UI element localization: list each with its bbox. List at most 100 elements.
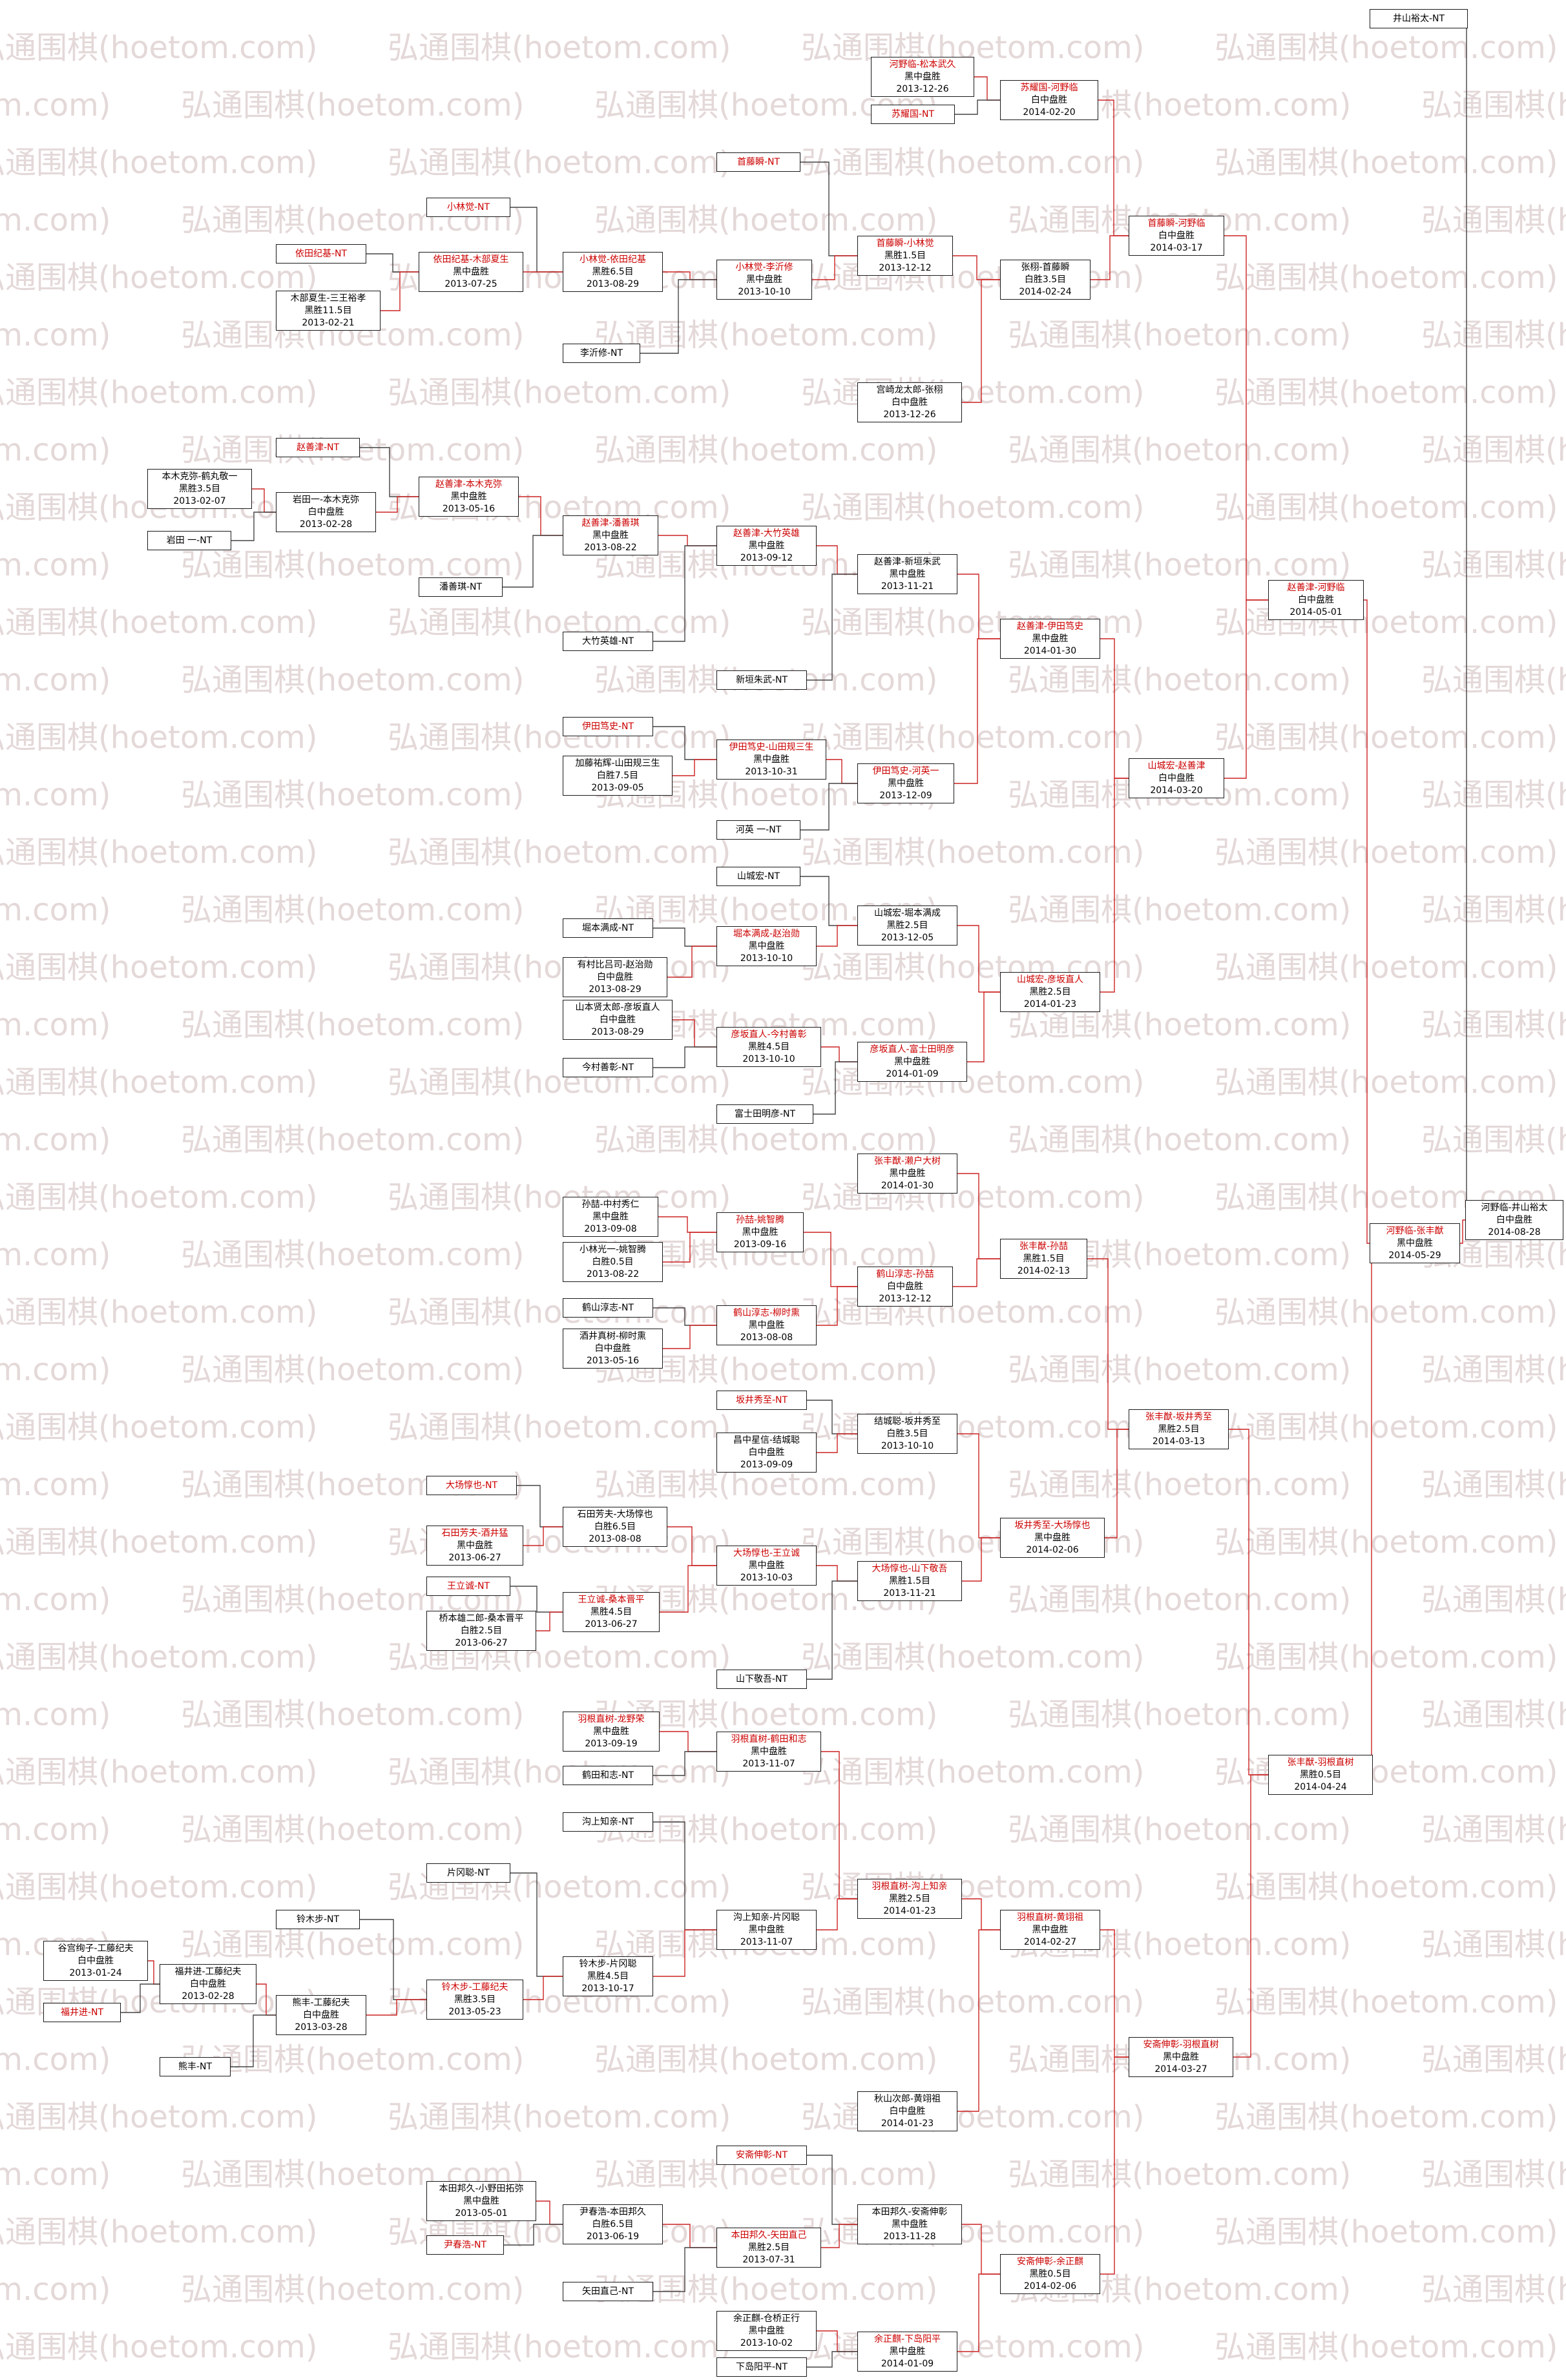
player-box[interactable]: 李沂修-NT [563, 344, 640, 363]
player-box[interactable]: 山城宏-NT [716, 867, 800, 886]
player-box[interactable]: 赵善津-NT [276, 438, 360, 457]
player-box[interactable]: 尹春浩-NT [426, 2235, 504, 2255]
player-box[interactable]: 大场惇也-NT [426, 1476, 517, 1495]
player-box[interactable]: 沟上知亲-NT [563, 1812, 653, 1832]
player-box[interactable]: 依田纪基-NT [276, 244, 366, 264]
player-box[interactable]: 井山裕太-NT [1370, 9, 1468, 28]
player-box[interactable]: 潘善琪-NT [419, 577, 503, 597]
player-box[interactable]: 下岛阳平-NT [716, 2357, 807, 2377]
player-box[interactable]: 熊丰-NT [160, 2057, 231, 2076]
player-box[interactable]: 今村善彰-NT [563, 1058, 653, 1077]
player-box[interactable]: 安斋伸彰-NT [716, 2146, 807, 2165]
player-box[interactable]: 大竹英雄-NT [563, 632, 653, 651]
player-box[interactable]: 山下敬吾-NT [716, 1670, 807, 1689]
player-box[interactable]: 岩田 一-NT [147, 531, 231, 550]
player-box[interactable]: 鹤山淳志-NT [563, 1298, 653, 1318]
player-box[interactable]: 堀本满成-NT [563, 918, 653, 938]
player-box[interactable]: 富士田明彦-NT [716, 1104, 813, 1124]
player-box[interactable]: 福井进-NT [43, 2003, 121, 2022]
player-box[interactable]: 苏耀国-NT [871, 105, 955, 124]
player-box[interactable]: 首藤瞬-NT [716, 152, 800, 172]
player-box[interactable]: 小林觉-NT [426, 198, 510, 217]
player-box[interactable]: 王立诚-NT [426, 1577, 510, 1596]
player-box[interactable]: 伊田笃史-NT [563, 717, 653, 736]
player-box[interactable]: 片冈聪-NT [426, 1863, 510, 1883]
player-box[interactable]: 铃木步-NT [276, 1910, 360, 1929]
player-box[interactable]: 矢田直己-NT [563, 2282, 653, 2301]
player-box[interactable]: 河英 一-NT [716, 820, 800, 840]
player-box[interactable]: 坂井秀至-NT [716, 1391, 807, 1410]
player-box[interactable]: 新垣朱武-NT [716, 670, 807, 690]
